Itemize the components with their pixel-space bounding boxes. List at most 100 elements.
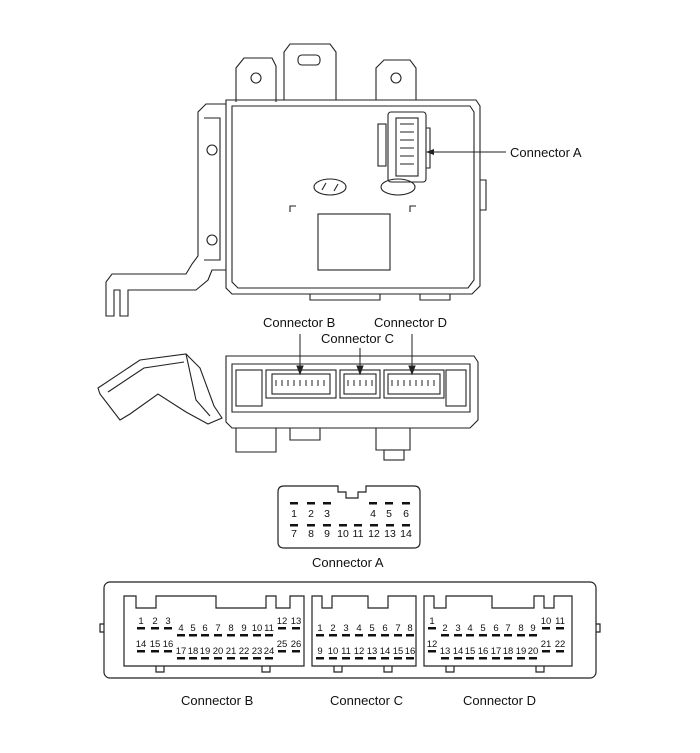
connector-d-pin-5: 5 [480, 623, 485, 634]
connector-a-pin-12: 12 [368, 528, 380, 540]
connector-c-pin-9: 9 [317, 646, 322, 657]
connector-c-pin-7-marker [394, 634, 402, 637]
connector-d-pin-15: 15 [465, 646, 476, 657]
connector-b-pin-11-marker [265, 634, 273, 637]
connector-d-pin-18: 18 [503, 646, 514, 657]
connector-b-pin-2-marker [151, 627, 159, 630]
connector-c-pin-16: 16 [405, 646, 416, 657]
connector-a-pin-3-marker [323, 502, 331, 505]
connector-a-pin-1-marker [290, 502, 298, 505]
connector-d-pin-8: 8 [518, 623, 523, 634]
connector-d-pin-20: 20 [528, 646, 539, 657]
connector-a-pin-14-marker [402, 524, 410, 527]
connector-d-pin-1-marker [428, 627, 436, 630]
connector-c-pin-12: 12 [354, 646, 365, 657]
connector-b-pin-11: 11 [264, 623, 274, 634]
connector-b-pin-16-marker [164, 650, 172, 653]
connector-d-pin-16: 16 [478, 646, 489, 657]
connector-d-pin-7-marker [504, 634, 512, 637]
connector-d-pin-20-marker [529, 657, 537, 660]
connector-c-pin-12-marker [355, 657, 363, 660]
connector-d-pin-19-marker [517, 657, 525, 660]
connector-c-pin-6-marker [381, 634, 389, 637]
connector-b-pin-21: 21 [226, 646, 237, 657]
connector-c-pin-14: 14 [380, 646, 391, 657]
connector-c-pin-11-marker [342, 657, 350, 660]
connector-c-pin-4-marker [355, 634, 363, 637]
connector-d-pin-5-marker [479, 634, 487, 637]
connector-a-pin-11-marker [354, 524, 362, 527]
connector-b-pin-14-marker [137, 650, 145, 653]
connector-b-pin-19: 19 [200, 646, 211, 657]
connector-a-pin-6-marker [402, 502, 410, 505]
connector-d-pin-3: 3 [455, 623, 460, 634]
connector-b-pin-10: 10 [252, 623, 263, 634]
connector-b-pin-12-marker [278, 627, 286, 630]
connector-a-pin-13-marker [386, 524, 394, 527]
connector-c-pin-13-marker [368, 657, 376, 660]
connector-c-pin-11: 11 [341, 646, 351, 657]
connector-c-pin-3: 3 [343, 623, 348, 634]
connector-b-caption: Connector B [181, 693, 254, 708]
connector-a-pin-6: 6 [403, 508, 409, 520]
connector-a-pin-8: 8 [308, 528, 314, 540]
connector-d-pin-22: 22 [555, 639, 566, 650]
connector-b-pin-17: 17 [176, 646, 187, 657]
connector-b-pin-24-marker [265, 657, 273, 660]
connector-b-pin-8-marker [227, 634, 235, 637]
connector-d-pin-3-marker [454, 634, 462, 637]
module-side-view [97, 334, 479, 461]
connector-d-pin-6: 6 [493, 623, 498, 634]
connector-b-pin-6-marker [201, 634, 209, 637]
connector-b-pin-21-marker [227, 657, 235, 660]
connector-b-pin-9-marker [240, 634, 248, 637]
connector-c-pin-9-marker [316, 657, 324, 660]
connector-c-pin-10: 10 [328, 646, 339, 657]
connector-a-pin-1: 1 [291, 508, 297, 520]
connector-b-pin-22: 22 [239, 646, 250, 657]
connector-a-pin-8-marker [307, 524, 315, 527]
connector-c-pin-5: 5 [369, 623, 374, 634]
connector-c-pin-10-marker [329, 657, 337, 660]
connector-a-pin-11: 11 [353, 528, 364, 540]
connector-c-caption: Connector C [330, 693, 403, 708]
connector-c-pin-6: 6 [382, 623, 387, 634]
connector-b-pin-6: 6 [202, 623, 207, 634]
connector-d-pin-12-marker [428, 650, 436, 653]
connector-b-pin-18-marker [189, 657, 197, 660]
connector-b-pin-20: 20 [213, 646, 224, 657]
connector-b-pin-22-marker [240, 657, 248, 660]
connector-b-pin-25-marker [278, 650, 286, 653]
connector-d-pin-14-marker [454, 657, 462, 660]
connector-b-pin-23-marker [253, 657, 261, 660]
connector-b-pin-13: 13 [291, 616, 302, 627]
connector-c-pin-3-marker [342, 634, 350, 637]
connector-b-pin-9: 9 [241, 623, 246, 634]
connector-d-pin-21: 21 [541, 639, 552, 650]
connector-c-pin-2: 2 [330, 623, 335, 634]
connector-d-pin-19: 19 [516, 646, 527, 657]
connector-d-pin-16-marker [479, 657, 487, 660]
connector-b-pin-5-marker [189, 634, 197, 637]
connector-d-pin-17: 17 [491, 646, 502, 657]
connector-a-callout: Connector A [510, 145, 582, 160]
connector-b-callout: Connector B [263, 315, 336, 330]
connector-d-pin-7: 7 [505, 623, 510, 634]
connector-d-pin-8-marker [517, 634, 525, 637]
connector-d-pin-9: 9 [530, 623, 535, 634]
connector-a-pin-4: 4 [370, 508, 376, 520]
connector-b-pin-26: 26 [291, 639, 302, 650]
connector-c-pin-15: 15 [393, 646, 404, 657]
connector-b-pin-2: 2 [152, 616, 157, 627]
connector-b-pin-12: 12 [277, 616, 288, 627]
connector-a-pin-12-marker [370, 524, 378, 527]
connector-a-pin-7: 7 [291, 528, 297, 540]
connector-a-pin-4-marker [369, 502, 377, 505]
connector-a-caption: Connector A [312, 555, 384, 570]
connector-c-pin-14-marker [381, 657, 389, 660]
connector-d-pin-17-marker [492, 657, 500, 660]
connector-b-pin-15-marker [151, 650, 159, 653]
connector-c-pin-15-marker [394, 657, 402, 660]
connector-a-pin-14: 14 [400, 528, 412, 540]
